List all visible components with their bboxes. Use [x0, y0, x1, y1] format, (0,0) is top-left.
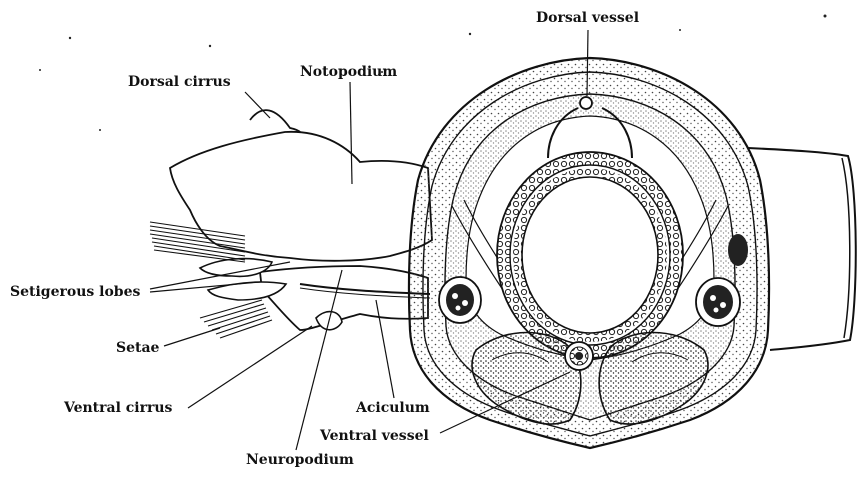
- label-neuropodium: Neuropodium: [246, 452, 354, 468]
- label-dorsal-vessel: Dorsal vessel: [536, 10, 639, 26]
- label-setigerous-lobes: Setigerous lobes: [10, 284, 140, 300]
- dorsal-vessel-shape: [580, 97, 592, 109]
- setae-lower: [200, 300, 272, 338]
- nephridium-left: [439, 277, 481, 323]
- gut-lumen: [522, 177, 658, 333]
- label-ventral-cirrus: Ventral cirrus: [64, 400, 172, 416]
- label-ventral-vessel: Ventral vessel: [320, 428, 429, 444]
- parapodium: [150, 110, 432, 338]
- neuropodium-shape: [260, 266, 428, 330]
- label-dorsal-cirrus: Dorsal cirrus: [128, 74, 231, 90]
- notopodium-shape: [170, 132, 432, 261]
- nephridium-right: [696, 278, 740, 326]
- label-notopodium: Notopodium: [300, 64, 397, 80]
- label-aciculum: Aciculum: [356, 400, 430, 416]
- label-setae: Setae: [116, 340, 159, 356]
- body-cross-section: [409, 58, 769, 448]
